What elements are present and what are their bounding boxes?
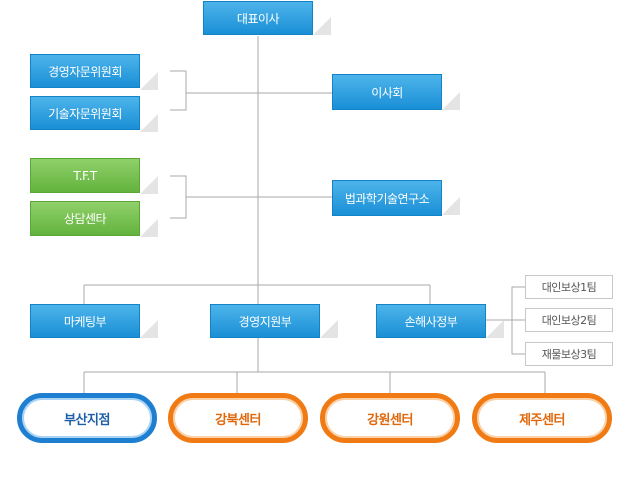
advisory-2-shadow xyxy=(140,114,158,132)
counsel-shadow xyxy=(140,219,158,237)
marketing-dept-box: 마케팅부 xyxy=(30,304,140,338)
management-dept-box: 경영지원부 xyxy=(210,304,320,338)
branch-busan: 부산지점 xyxy=(17,393,157,443)
management-shadow xyxy=(320,320,338,338)
marketing-shadow xyxy=(140,320,158,338)
advisory-tech-box: 기술자문위원회 xyxy=(30,96,140,130)
institute-shadow xyxy=(442,197,460,215)
subteam-1-box: 대인보상1팀 xyxy=(525,275,613,299)
ceo-box: 대표이사 xyxy=(203,1,313,35)
institute-box: 법과학기술연구소 xyxy=(332,180,442,216)
branch-jeju: 제주센터 xyxy=(472,393,612,443)
team-bracket xyxy=(170,175,187,219)
subteam-3-box: 재물보상3팀 xyxy=(525,342,613,366)
ceo-shadow xyxy=(313,17,331,35)
advisory-bracket xyxy=(170,70,187,111)
board-shadow xyxy=(442,92,460,110)
counsel-center-box: 상담센타 xyxy=(30,201,140,236)
damage-shadow xyxy=(486,320,504,338)
advisory-management-box: 경영자문위원회 xyxy=(30,54,140,88)
tft-shadow xyxy=(140,176,158,194)
branch-gangwon: 강원센터 xyxy=(320,393,460,443)
advisory-1-shadow xyxy=(140,72,158,90)
board-box: 이사회 xyxy=(332,74,442,110)
subteam-2-box: 대인보상2팀 xyxy=(525,308,613,332)
tft-box: T.F.T xyxy=(30,158,140,193)
branch-gangbuk: 강북센터 xyxy=(168,393,308,443)
damage-dept-box: 손해사정부 xyxy=(376,304,486,338)
